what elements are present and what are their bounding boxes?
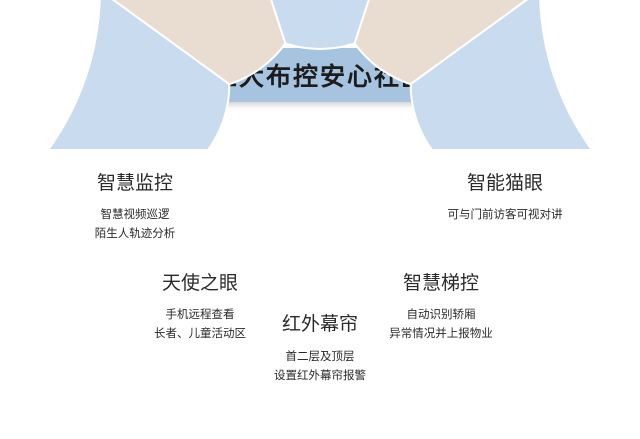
segment-1-line-1: 智慧视频巡逻 xyxy=(101,207,170,221)
segment-4-title: 智慧梯控 xyxy=(403,272,479,294)
segment-1-line-2: 陌生人轨迹分析 xyxy=(95,226,176,240)
segment-3-line-1: 首二层及顶层 xyxy=(286,349,355,363)
segment-3 xyxy=(270,0,370,50)
segment-2-title: 天使之眼 xyxy=(162,272,238,294)
segment-5-title: 智能猫眼 xyxy=(467,172,543,194)
segment-4-line-1: 自动识别轿厢 xyxy=(407,307,476,321)
segment-3-line-2: 设置红外幕帘报警 xyxy=(274,368,366,382)
segment-5-line-1: 可与门前访客可视对讲 xyxy=(448,207,563,221)
segment-2-line-1: 手机远程查看 xyxy=(166,307,235,321)
segment-4 xyxy=(353,0,529,86)
segment-2 xyxy=(111,0,287,86)
segment-5 xyxy=(409,0,594,151)
segment-3-title: 红外幕帘 xyxy=(282,313,358,335)
segment-4-line-2: 异常情况并上报物业 xyxy=(389,326,493,340)
segment-1-title: 智慧监控 xyxy=(97,172,173,194)
segment-2-line-2: 长者、儿童活动区 xyxy=(154,326,246,340)
segment-1 xyxy=(46,0,231,151)
